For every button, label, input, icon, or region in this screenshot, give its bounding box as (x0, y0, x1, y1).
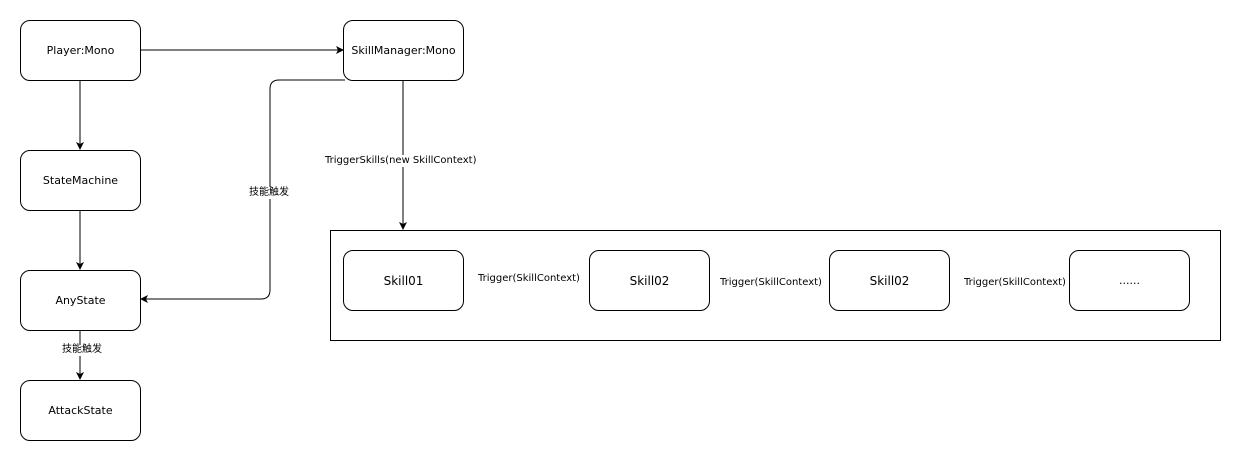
edge-label-skill-trigger: 技能触发 (248, 187, 290, 199)
player-mono-node[interactable]: Player:Mono (20, 20, 141, 81)
edge-label-skill-trigger: 技能触发 (61, 344, 103, 356)
edge-label-trigger: Trigger(SkillContext) (963, 277, 1067, 289)
skill-manager-node[interactable]: SkillManager:Mono (343, 20, 464, 81)
skill02-node[interactable]: Skill02 (589, 250, 710, 311)
edge-skillmanager-to-anystate (140, 79, 345, 303)
ellipsis-node[interactable]: ...... (1069, 250, 1190, 311)
skill02-node[interactable]: Skill02 (829, 250, 950, 311)
edge-label-trigger-skills: TriggerSkills(new SkillContext) (324, 155, 478, 167)
attack-state-node[interactable]: AttackState (20, 380, 141, 441)
skill01-node[interactable]: Skill01 (343, 250, 464, 311)
state-machine-node[interactable]: StateMachine (20, 150, 141, 211)
edge-label-trigger: Trigger(SkillContext) (477, 273, 581, 285)
edge-label-trigger: Trigger(SkillContext) (719, 277, 823, 289)
any-state-node[interactable]: AnyState (20, 270, 141, 331)
